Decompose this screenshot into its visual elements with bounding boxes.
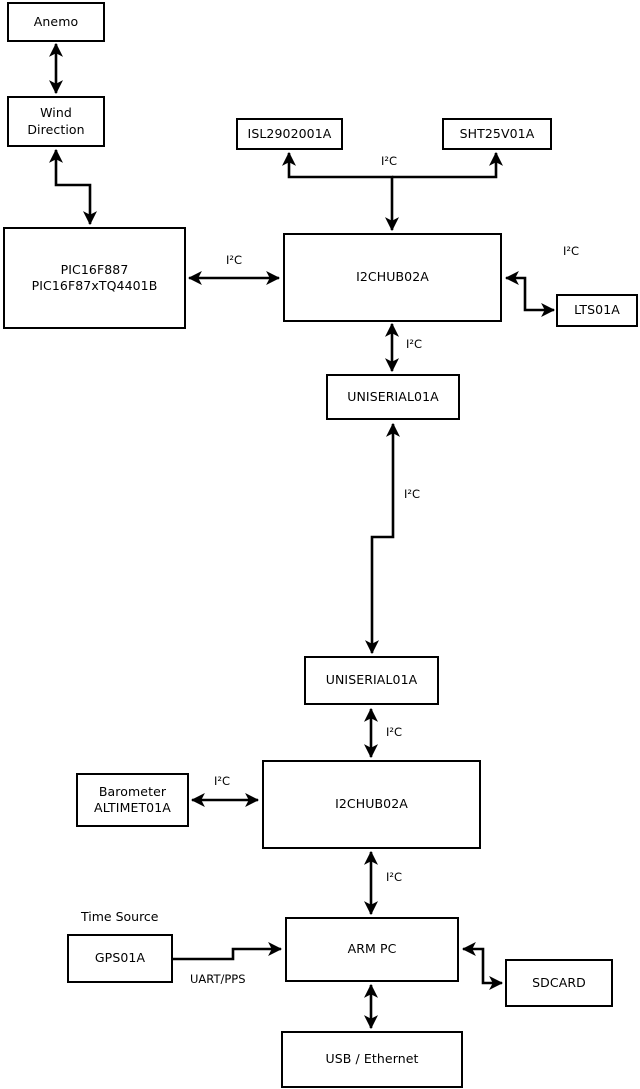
node-anemo[interactable]: Anemo xyxy=(7,2,105,42)
node-isl2902001a[interactable]: ISL2902001A xyxy=(236,118,343,150)
edge-label-pic-hub: I²C xyxy=(226,253,243,267)
edge-label-barometer-hub2: I²C xyxy=(214,774,231,788)
edge-hubtop-sht xyxy=(392,151,504,179)
node-anemo-label: Anemo xyxy=(33,13,79,29)
node-lts01a[interactable]: LTS01A xyxy=(556,294,638,327)
node-i2chub02a-top[interactable]: I2CHUB02A xyxy=(283,233,502,322)
edge-wind-pic xyxy=(48,148,98,226)
node-isl2902001a-label: ISL2902001A xyxy=(247,125,332,141)
edge-hubtop-isl xyxy=(281,151,400,232)
node-i2chub02a-bottom[interactable]: I2CHUB02A xyxy=(262,760,481,849)
node-usb-ethernet[interactable]: USB / Ethernet xyxy=(281,1031,463,1088)
edge-label-hub-uniserial: I²C xyxy=(406,337,423,351)
edge-label-hub2-armpc: I²C xyxy=(386,870,403,884)
node-gps01a-label: GPS01A xyxy=(94,950,146,966)
edge-armpc-sdcard xyxy=(461,941,504,991)
edge-label-isl-sht-bus: I²C xyxy=(381,154,398,168)
edge-hubtop-lts xyxy=(504,270,556,318)
node-sht25v01a-label: SHT25V01A xyxy=(459,125,535,141)
node-arm-pc-label: ARM PC xyxy=(347,941,397,957)
node-i2chub02a-bottom-label: I2CHUB02A xyxy=(335,796,408,812)
node-barometer-altimet01a-label: Barometer ALTIMET01A xyxy=(94,783,171,816)
edge-gps-armpc xyxy=(173,941,283,961)
edge-label-uniserial-link: I²C xyxy=(404,487,421,501)
node-uniserial01a-upper-label: UNISERIAL01A xyxy=(347,388,439,404)
node-sdcard-label: SDCARD xyxy=(532,974,586,990)
time-source-label: Time Source xyxy=(81,909,159,924)
node-uniserial01a-upper[interactable]: UNISERIAL01A xyxy=(326,374,460,420)
node-sht25v01a[interactable]: SHT25V01A xyxy=(442,118,552,150)
node-usb-ethernet-label: USB / Ethernet xyxy=(325,1051,419,1067)
node-sdcard[interactable]: SDCARD xyxy=(505,959,613,1007)
node-uniserial01a-lower-label: UNISERIAL01A xyxy=(325,672,418,688)
node-pic-mcu[interactable]: PIC16F887 PIC16F87xTQ4401B xyxy=(3,227,186,329)
node-i2chub02a-top-label: I2CHUB02A xyxy=(356,269,429,285)
node-wind-direction[interactable]: Wind Direction xyxy=(7,96,105,147)
node-barometer-altimet01a[interactable]: Barometer ALTIMET01A xyxy=(76,773,189,827)
edge-label-gps-armpc: UART/PPS xyxy=(190,972,246,986)
node-wind-direction-label: Wind Direction xyxy=(27,105,85,137)
edge-label-hub-lts: I²C xyxy=(563,244,580,258)
node-lts01a-label: LTS01A xyxy=(574,302,620,318)
node-uniserial01a-lower[interactable]: UNISERIAL01A xyxy=(304,656,439,705)
node-arm-pc[interactable]: ARM PC xyxy=(285,917,459,982)
node-pic-mcu-label: PIC16F887 PIC16F87xTQ4401B xyxy=(31,261,158,294)
node-gps01a[interactable]: GPS01A xyxy=(67,934,173,983)
edge-uniserial-link xyxy=(364,422,401,655)
edge-label-uniserial-hub2: I²C xyxy=(386,725,403,739)
